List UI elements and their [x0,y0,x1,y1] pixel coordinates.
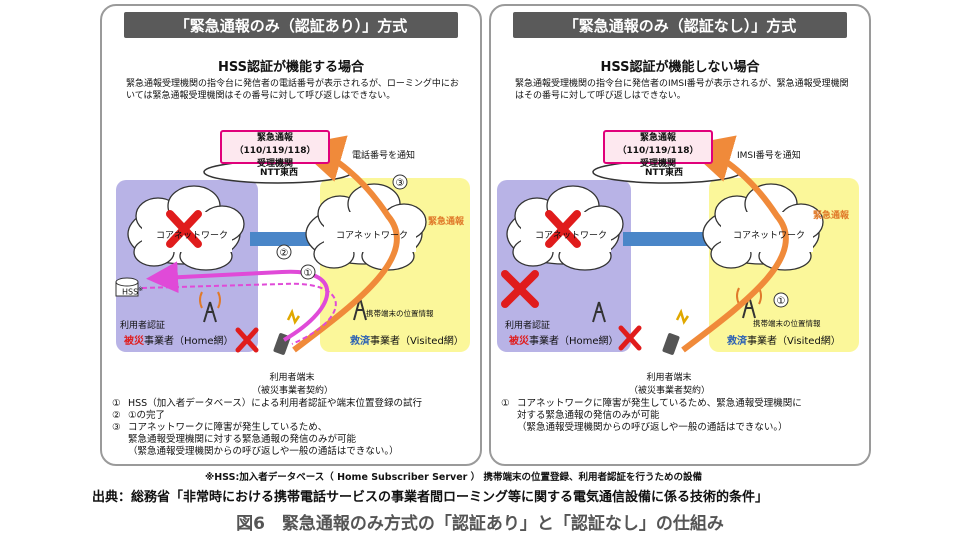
ntt-label: NTT東西 [645,168,684,178]
hss-database-icon [115,277,139,297]
failure-cross-icon [545,210,581,248]
antenna-failure-cross-icon [235,327,259,353]
psap-box: 緊急通報（110/119/118） 受理機関 [603,130,713,169]
note-item: （緊急通報受理機関からの呼び返しや一般の通話はできない。） [128,446,399,457]
emergency-label: 緊急通報 [428,217,465,227]
marker-circle [300,264,316,280]
marker-circle [392,174,408,190]
marker-1: ① [777,296,786,307]
source-citation: 出典：総務省「非常時における携帯電話サービスの事業者間ローミング等に関する電気通… [92,490,769,505]
marker-circle [773,292,789,308]
visited-core-label: コアネットワーク [733,231,806,241]
location-label: 携帯端末の位置情報 [366,309,434,318]
psap-line1: 緊急通報（110/119/118） [234,133,316,156]
psap-line1: 緊急通報（110/119/118） [617,133,699,156]
user-terminal-icon [662,308,690,355]
home-operator-label: 被災事業者（Home網） [509,336,619,347]
hss-failure-cross-icon [501,270,539,308]
terminal-label: 利用者端末（被災事業者契約） [252,373,334,396]
auth-complete-arrow [141,282,337,345]
hss-footnote: ※HSS:加入者データベース（ Home Subscriber Server ）… [205,472,702,483]
auth-request-arrow [146,261,330,342]
note-item: （緊急通報受理機関からの呼び返しや一般の通話はできない。） [517,422,788,433]
figure-caption: 図6 緊急通報のみ方式の「認証あり」と「認証なし」の仕組み [236,514,724,534]
ntt-label: NTT東西 [260,168,299,178]
marker-3: ③ [396,178,405,189]
network-diagram: ① [497,135,859,355]
core-link [623,232,715,246]
visited-operator-label: 救済事業者（Visited網） [350,336,464,347]
terminal-label: 利用者端末（被災事業者契約） [629,373,711,396]
home-antenna-icon [199,291,221,323]
marker-2: ② [280,248,289,259]
antenna-failure-cross-icon [618,325,642,351]
panel-title: 「緊急通報のみ（認証あり）」方式 [124,12,458,38]
home-operator-label: 被災事業者（Home網） [124,336,234,347]
panel-heading: HSS認証が機能しない場合 [600,60,760,75]
home-core-label: コアネットワーク [156,231,229,241]
notify-label: IMSI番号を通知 [737,151,801,161]
panel-auth-enabled: 「緊急通報のみ（認証あり）」方式 HSS認証が機能する場合 緊急通報受理機関の指… [100,4,482,466]
note-item: 緊急通報受理機関に対する緊急通報の発信のみが可能 [128,434,357,445]
marker-circle [276,244,292,260]
emergency-call-arrow [681,135,789,353]
note-item: 対する緊急通報の発信のみが可能 [517,410,660,421]
panel-description: 緊急通報受理機関の指令台に発信者の電話番号が表示されるが、ローミング中においては… [126,79,459,101]
location-label: 携帯端末の位置情報 [753,319,821,328]
visited-cloud-fill [324,212,416,252]
marker-1: ① [304,268,313,279]
home-core-label: コアネットワーク [535,231,608,241]
visited-cloud-fill [721,212,813,252]
panel-auth-disabled: 「緊急通報のみ（認証なし）」方式 HSS認証が機能しない場合 緊急通報受理機関の… [489,4,871,466]
home-antenna-icon [592,301,606,323]
visited-core-label: コアネットワーク [336,231,409,241]
network-diagram: ③ ② ① [115,135,470,355]
emergency-call-arrow [292,135,400,353]
emergency-label: 緊急通報 [813,211,850,221]
failure-cross-icon [166,210,202,248]
panel-heading: HSS認証が機能する場合 [217,60,365,75]
notify-label: 電話番号を通知 [352,151,416,161]
auth-label: 利用者認証 [120,321,166,331]
psap-line2: 受理機関 [256,159,293,169]
panel-description: 緊急通報受理機関の指令台に発信者のIMSI番号が表示されるが、緊急通報受理機関は… [515,79,849,101]
visited-operator-label: 救済事業者（Visited網） [727,336,841,347]
panel-title: 「緊急通報のみ（認証なし）」方式 [513,12,847,38]
auth-label: 利用者認証 [505,321,551,331]
hss-label: HSS※ [122,286,144,297]
psap-line2: 受理機関 [639,159,676,169]
psap-box: 緊急通報（110/119/118） 受理機関 [220,130,330,169]
